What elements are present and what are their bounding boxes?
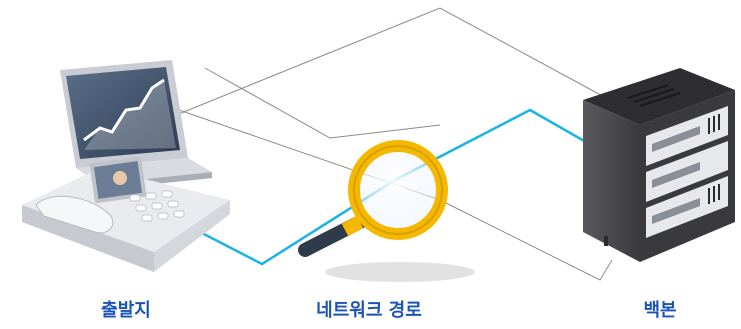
- gray-path-3: [149, 99, 613, 281]
- magnifier-icon: [298, 140, 475, 282]
- server-rack-icon: [583, 68, 735, 262]
- video-phone-icon: [22, 156, 230, 272]
- gray-path-1: [89, 7, 611, 151]
- gray-path-2: [204, 67, 441, 139]
- laptop-icon: [60, 60, 212, 190]
- gray-network-lines: [89, 7, 613, 281]
- label-backbone: 백본: [643, 300, 677, 321]
- label-network-path: 네트워크 경로: [316, 300, 422, 321]
- label-source: 출발지: [101, 300, 151, 321]
